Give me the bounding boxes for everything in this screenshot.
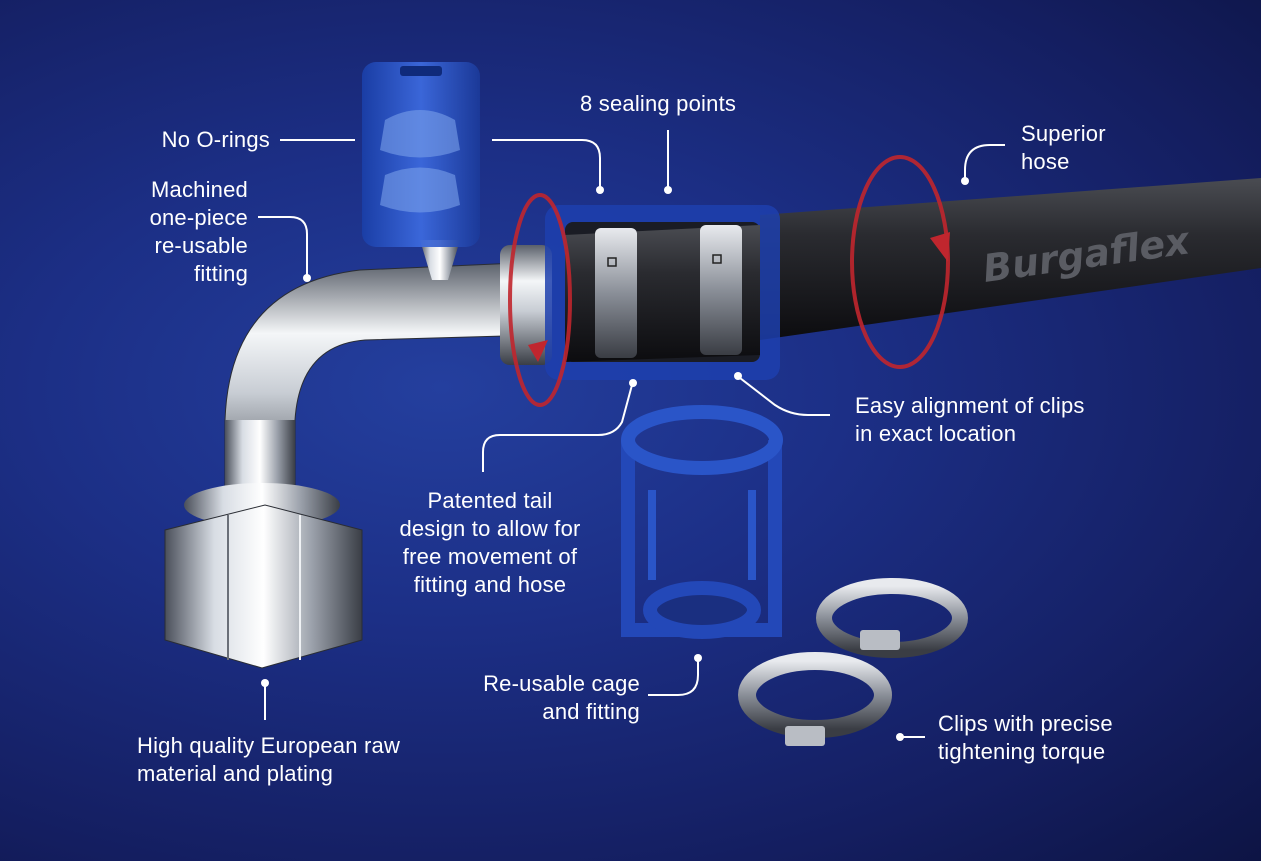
label-high-quality: High quality European raw material and p…: [137, 733, 401, 786]
callout-dots: [261, 177, 969, 741]
label-easy-alignment: Easy alignment of clips in exact locatio…: [855, 393, 1085, 446]
rotation-arrow-hose: [850, 155, 950, 369]
label-clips: Clips with precise tightening torque: [938, 711, 1113, 764]
clips: [738, 578, 968, 746]
label-no-orings: No O-rings: [161, 127, 270, 152]
label-machined-fitting: Machined one-piece re-usable fitting: [149, 177, 248, 286]
label-superior-hose: Superior hose: [1021, 121, 1106, 174]
label-reusable-cage: Re-usable cage and fitting: [483, 671, 640, 724]
hex-nut: [164, 483, 363, 669]
exploded-cage: [621, 405, 783, 639]
rotation-arrow-fitting: [508, 193, 572, 407]
label-patented-tail: Patented tail design to allow for free m…: [399, 488, 581, 597]
callout-lines: [258, 130, 1005, 738]
elbow-pipe: [224, 261, 541, 501]
assembled-cage: [545, 205, 780, 380]
hose: Burgaflex: [760, 178, 1261, 340]
label-sealing-points: 8 sealing points: [580, 91, 737, 116]
blue-tool: [362, 62, 480, 280]
